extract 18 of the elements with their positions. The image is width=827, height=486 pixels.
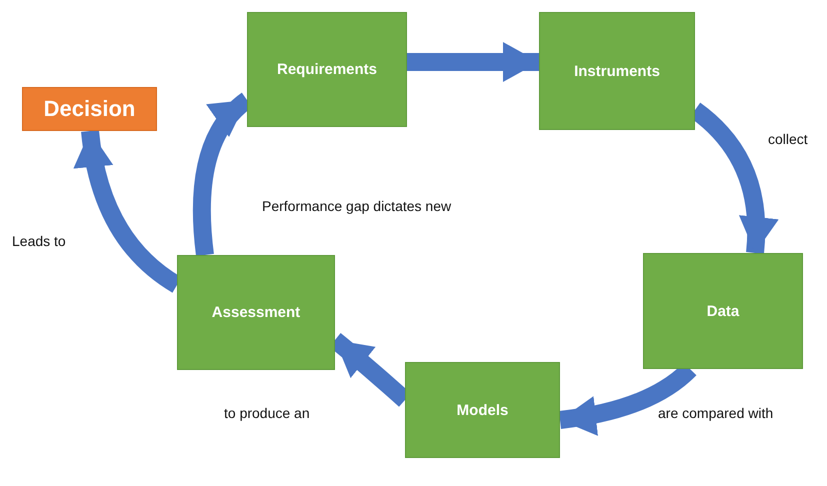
process-box	[247, 12, 407, 127]
edge-label: collect	[768, 131, 808, 147]
node-label: Models	[456, 402, 508, 418]
decision-box	[22, 87, 157, 131]
edge-label: are compared with	[658, 405, 774, 421]
node-label: Decision	[44, 96, 136, 122]
node-label: Data	[706, 302, 740, 320]
node-label: Assessment	[212, 304, 300, 321]
process-box	[177, 255, 335, 370]
node-label: Requirements	[276, 61, 378, 78]
process-box	[643, 253, 803, 369]
edge-label: to produce an	[224, 405, 310, 421]
node-label: Instruments	[574, 62, 660, 80]
process-box	[539, 12, 695, 130]
edge-label: Performance gap dictates new	[262, 198, 452, 214]
edge-label: Leads to	[12, 233, 66, 249]
arrow	[407, 42, 539, 82]
process-box	[405, 362, 560, 458]
